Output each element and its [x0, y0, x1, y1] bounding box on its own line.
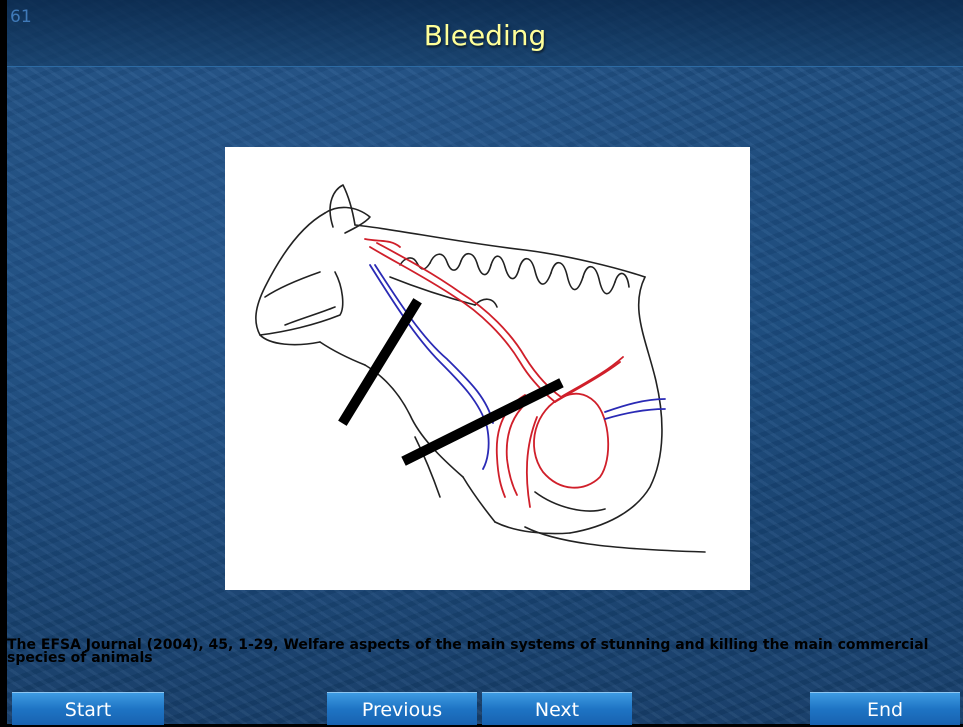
citation-text: The EFSA Journal (2004), 45, 1-29, Welfa… — [7, 639, 963, 665]
slide-title: Bleeding — [7, 18, 963, 54]
previous-button[interactable]: Previous — [327, 692, 477, 725]
animal-outline — [256, 185, 705, 552]
title-bar: 61 Bleeding — [7, 0, 963, 67]
start-button[interactable]: Start — [12, 692, 164, 725]
end-button[interactable]: End — [810, 692, 960, 725]
incision-markers — [345, 305, 557, 459]
cattle-neck-illustration — [225, 147, 750, 590]
next-button[interactable]: Next — [482, 692, 632, 725]
artery-lines — [365, 239, 623, 507]
bleeding-diagram — [225, 147, 750, 590]
vein-lines — [370, 265, 665, 469]
